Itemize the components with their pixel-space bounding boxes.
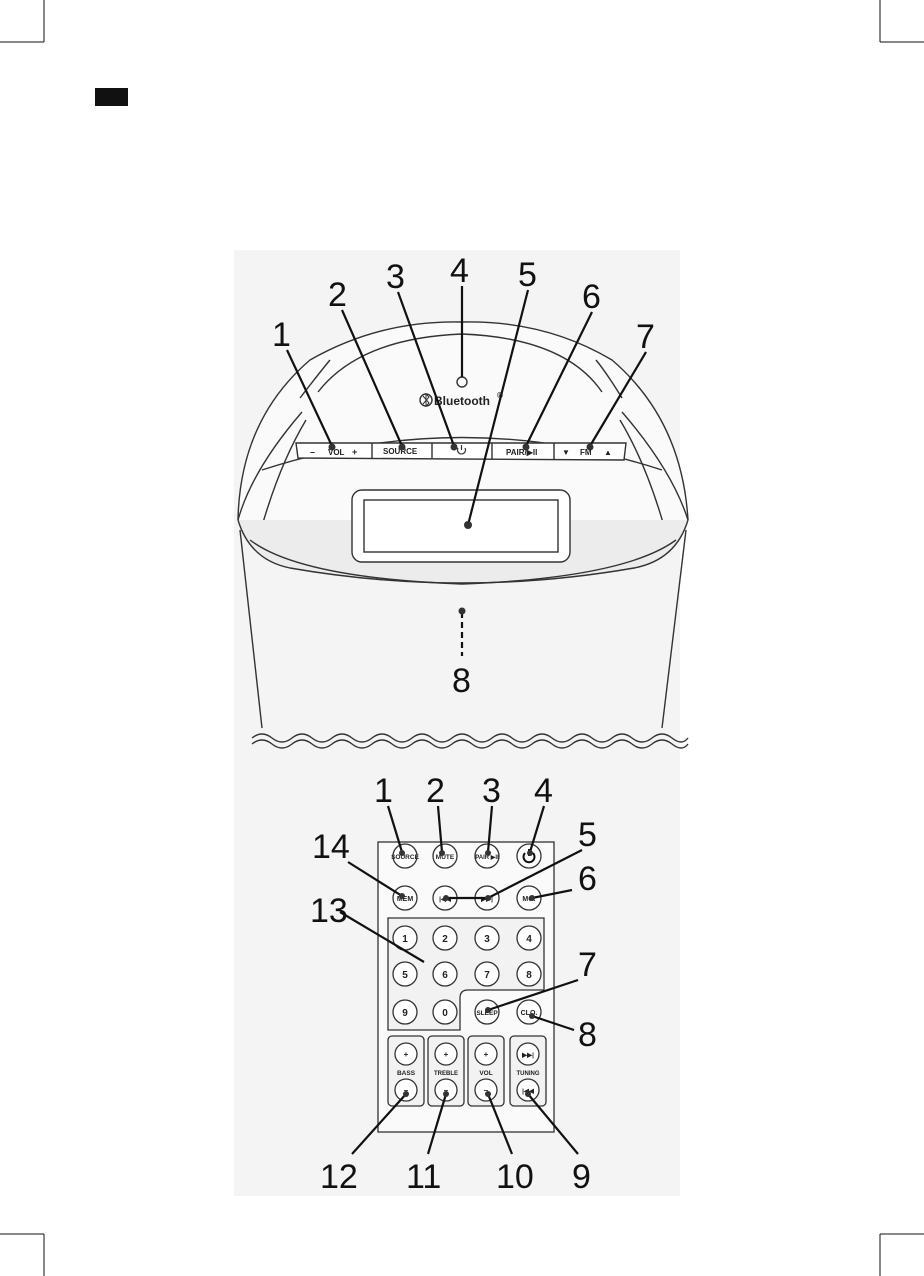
keypad-1: 1 <box>402 934 408 945</box>
remote-callout-2: 2 <box>426 772 445 810</box>
remote-mute-label: MUTE <box>436 854 455 861</box>
speaker-callout-3: 3 <box>386 258 405 296</box>
tuning-up: ▶▶| <box>521 1052 534 1059</box>
speaker-callout-6: 6 <box>582 278 601 316</box>
speaker-callout-8: 8 <box>452 662 471 700</box>
remote-callout-14: 14 <box>312 828 350 866</box>
keypad-6: 6 <box>442 970 448 981</box>
remote-source-label: SOURCE <box>391 854 419 861</box>
keypad-9: 9 <box>402 1008 408 1019</box>
vol-plus-label: + <box>352 447 357 457</box>
remote-callout-1: 1 <box>374 772 393 810</box>
keypad-0: 0 <box>442 1008 448 1019</box>
treble-label: TREBLE <box>434 1071 458 1077</box>
speaker-callout-2: 2 <box>328 276 347 314</box>
keypad-2: 2 <box>442 934 448 945</box>
keypad-7: 7 <box>484 970 490 981</box>
tuning-label: TUNING <box>517 1071 540 1077</box>
keypad-8: 8 <box>526 970 532 981</box>
remote-callout-5: 5 <box>578 816 597 854</box>
pair-button-label: PAIR/▶II <box>506 448 537 457</box>
vol-minus-label: – <box>310 447 315 457</box>
remote-callout-3: 3 <box>482 772 501 810</box>
bluetooth-label: Bluetooth <box>434 394 490 408</box>
remote-callout-4: 4 <box>534 772 553 810</box>
fm-down-label: ▼ <box>562 448 570 457</box>
bass-label: BASS <box>397 1070 416 1077</box>
keypad-4: 4 <box>526 934 532 945</box>
remote-callout-9: 9 <box>572 1158 591 1196</box>
remote-callout-12: 12 <box>320 1158 358 1196</box>
remote-vol-label: VOL <box>479 1070 492 1077</box>
speaker-callout-7: 7 <box>636 318 655 356</box>
bass-plus: + <box>404 1050 409 1059</box>
remote-callout-7: 7 <box>578 946 597 984</box>
remote-callout-10: 10 <box>496 1158 534 1196</box>
keypad-3: 3 <box>484 934 490 945</box>
speaker-callout-1: 1 <box>272 316 291 354</box>
remote-callout-11: 11 <box>406 1158 441 1196</box>
vol-plus: + <box>484 1050 489 1059</box>
fm-up-label: ▲ <box>604 448 612 457</box>
treble-plus: + <box>444 1050 449 1059</box>
remote-callout-8: 8 <box>578 1016 597 1054</box>
remote-callout-13: 13 <box>310 892 348 930</box>
speaker-callout-5: 5 <box>518 256 537 294</box>
keypad-5: 5 <box>402 970 408 981</box>
remote-callout-6: 6 <box>578 860 597 898</box>
speaker-callout-4: 4 <box>450 252 469 290</box>
